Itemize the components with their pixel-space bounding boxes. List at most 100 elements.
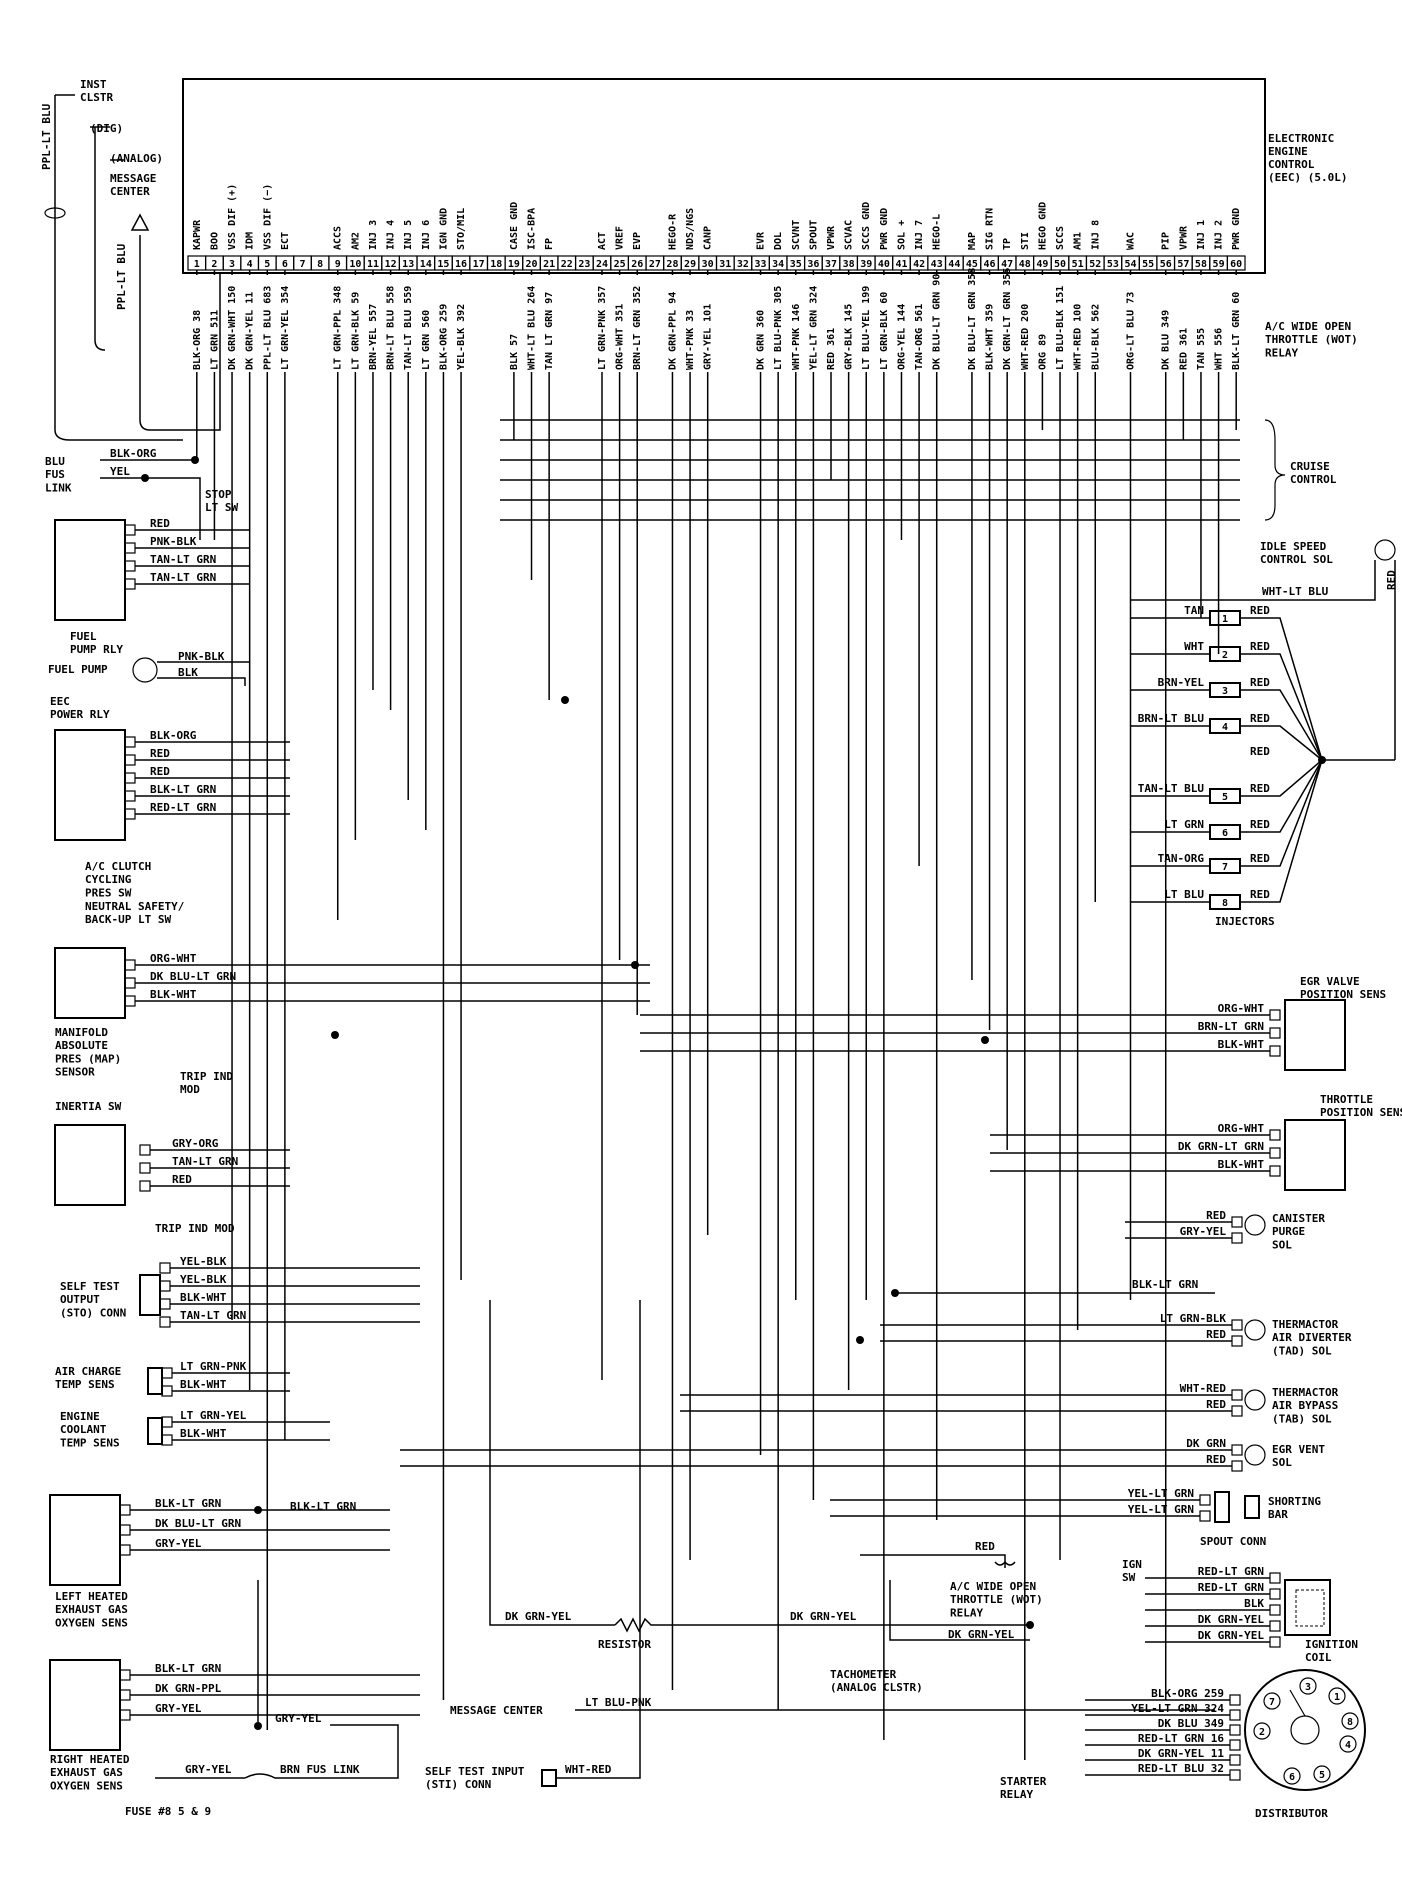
ecc-pin-number: 55 — [1142, 259, 1154, 270]
ecc-pin-wire: LT GRN 560 — [421, 310, 432, 370]
ecc-pin-number: 7 — [299, 259, 305, 270]
wire-label: BLK-ORG — [150, 729, 197, 742]
wire-label: DK BLU 349 — [1158, 1717, 1224, 1730]
ecc-pin-function: BOO — [209, 232, 220, 250]
distributor-terminal: 7 — [1269, 1697, 1275, 1708]
ecc-pin-wire: DK GRN-YEL 11 — [245, 292, 256, 370]
ecc-pin-wire: BRN-LT GRN 352 — [632, 286, 643, 370]
wire-label: LT GRN-YEL — [180, 1409, 247, 1422]
ecc-pin-function: NDS/NGS — [685, 208, 696, 250]
ecc-pin-wire: BLK-WHT 359 — [985, 304, 996, 370]
ecc-pin-number: 9 — [335, 259, 341, 270]
ecc-pin-wire: TAN 555 — [1196, 328, 1207, 370]
resistor-wire-in: DK GRN-YEL — [505, 1610, 572, 1623]
ecc-pin-number: 30 — [702, 259, 714, 270]
ecc-title-line: (EEC) (5.0L) — [1268, 171, 1347, 184]
wire-label: TAN-LT GRN — [150, 553, 216, 566]
injector-number: 8 — [1222, 898, 1228, 909]
ecc-pin-number: 29 — [684, 259, 696, 270]
ecc-pin-number: 59 — [1213, 259, 1225, 270]
wire-label: BLK-LT GRN — [155, 1497, 221, 1510]
ecc-pin-wire: LT GRN-PNK 357 — [597, 286, 608, 370]
injector-number: 6 — [1222, 828, 1228, 839]
ecc-pin-function: VREF — [615, 226, 626, 250]
ecc-pin-number: 22 — [561, 259, 573, 270]
ecc-pin-number: 53 — [1107, 259, 1119, 270]
wire-label: YEL-LT GRN — [1128, 1487, 1194, 1500]
wire-label: GRY-YEL — [155, 1537, 202, 1550]
ecc-pin-wire: WHT-LT BLU 264 — [527, 286, 538, 370]
distributor-terminal: 1 — [1334, 1692, 1340, 1703]
injector-left-wire: WHT — [1184, 640, 1204, 653]
ecc-pin-number: 49 — [1036, 259, 1048, 270]
wire-label: BLK-WHT — [180, 1291, 227, 1304]
ecc-pin-number: 35 — [790, 259, 802, 270]
ecc-pin-number: 21 — [543, 259, 555, 270]
ecc-pin-function: VPWR — [826, 225, 837, 250]
injector-number: 7 — [1222, 862, 1228, 873]
ecc-pin-wire: PPL-LT BLU 683 — [262, 286, 273, 370]
ecc-pin-wire: LT GRN-BLK 59 — [350, 292, 361, 370]
spout-label: SPOUT CONN — [1200, 1535, 1266, 1548]
ppl-lt-blu-label-b: PPL-LT BLU — [115, 243, 128, 310]
ecc-pin-function: PIP — [1161, 232, 1172, 250]
ecc-title-line: ENGINE — [1268, 145, 1308, 158]
wire-label: RED-LT GRN — [150, 801, 216, 814]
ecc-pin-wire: RED 361 — [826, 328, 837, 370]
ecc-pin-wire: ORG-WHT 351 — [615, 304, 626, 370]
ecc-pin-function: HEGO-R — [667, 213, 678, 250]
ecc-pin-function: ISC-BPA — [527, 208, 538, 250]
ecc-title-line: CONTROL — [1268, 158, 1315, 171]
injector-left-wire: LT BLU — [1164, 888, 1204, 901]
ecc-pin-number: 25 — [614, 259, 626, 270]
ecc-pin-number: 48 — [1019, 259, 1031, 270]
ecc-pin-function: PWR GND — [879, 208, 890, 250]
ecc-pin-wire: GRY-BLK 145 — [844, 304, 855, 370]
ecc-pin-function: STI — [1020, 232, 1031, 250]
ecc-pin-number: 5 — [264, 259, 270, 270]
ecc-pin-wire: DK GRN-PPL 94 — [667, 292, 678, 370]
ecc-pin-number: 44 — [948, 259, 960, 270]
wire-label: RED-LT GRN 16 — [1138, 1732, 1224, 1745]
wire-label: WHT-RED — [1180, 1382, 1227, 1395]
wire-label: GRY-YEL — [1180, 1225, 1227, 1238]
resistor-wire-out: DK GRN-YEL — [790, 1610, 857, 1623]
wire-label: RED-LT GRN — [1198, 1565, 1264, 1578]
wire-label: BLK-WHT — [1218, 1158, 1265, 1171]
ecc-pin-function: TP — [1002, 238, 1013, 250]
wire-label: DK BLU-LT GRN — [150, 970, 236, 983]
injector-right-wire: RED — [1250, 852, 1270, 865]
sti-connector: SELF TEST INPUT(STI) CONN WHT-RED — [425, 1300, 641, 1791]
ecc-pin-function: EVP — [632, 232, 643, 250]
ecc-pin-function: WAC — [1125, 232, 1136, 250]
wire-label: ORG-WHT — [150, 952, 197, 965]
ecc-title-line: ELECTRONIC — [1268, 132, 1334, 145]
ecc-pin-function: ECT — [280, 232, 291, 250]
wire-label: RED — [1206, 1209, 1226, 1222]
ecc-pin-number: 41 — [895, 259, 907, 270]
ecc-pin-wire: WHT 556 — [1214, 328, 1225, 370]
ecc-pin-function: PWR GND — [1231, 208, 1242, 250]
